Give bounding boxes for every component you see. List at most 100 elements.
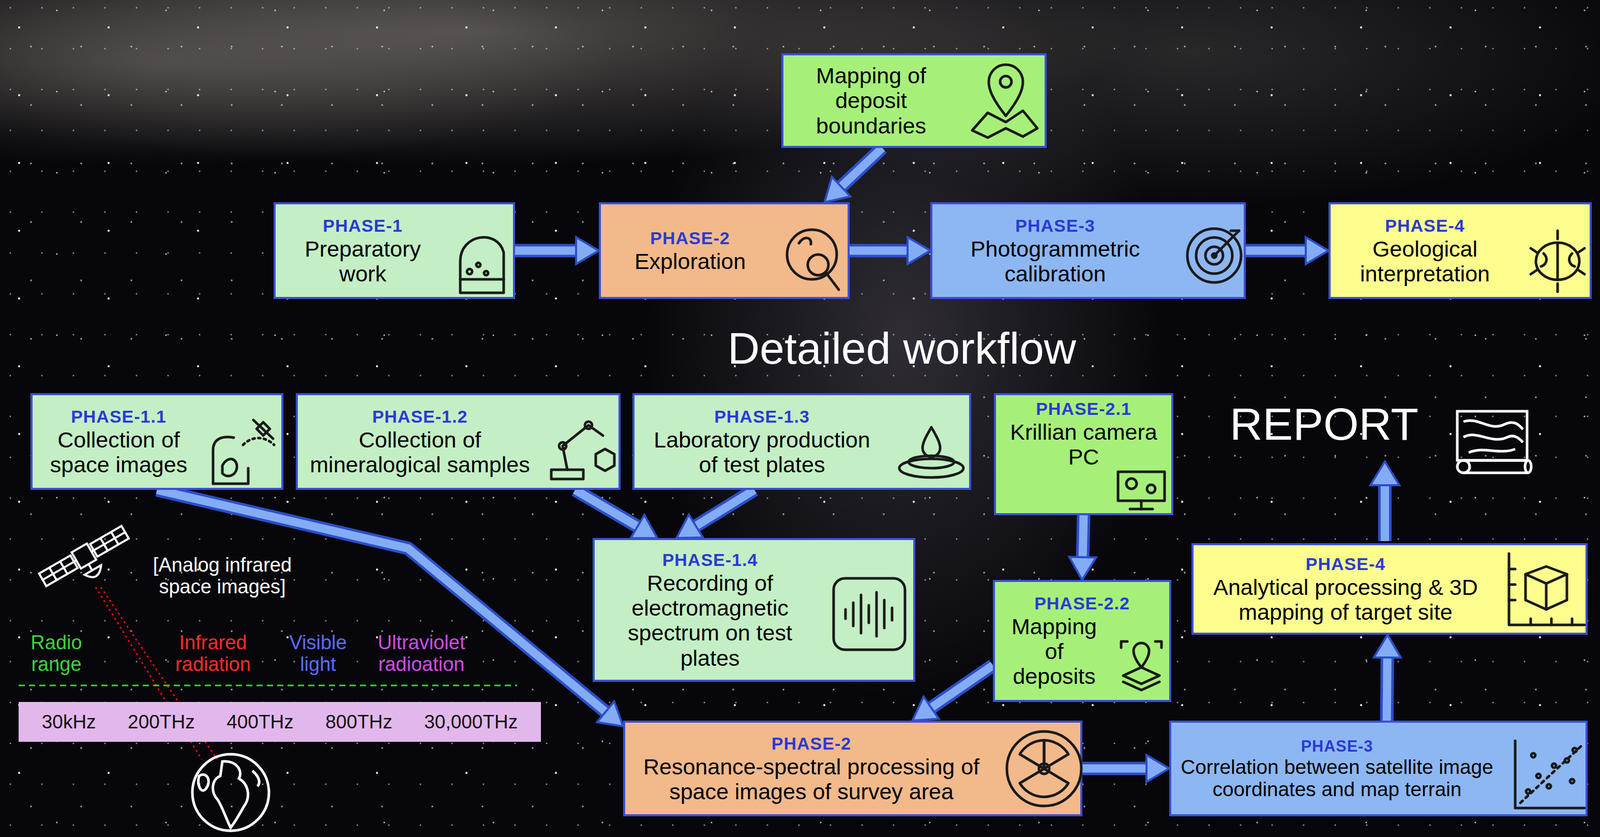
exploration-icon-part bbox=[798, 237, 811, 245]
arrow-shaft bbox=[157, 489, 607, 713]
arrow-shaft bbox=[930, 665, 993, 708]
scatter-plot-icon-part bbox=[1520, 744, 1583, 803]
map-pin-icon bbox=[972, 64, 1038, 138]
process-box: PHASE-1.1Collection of space images bbox=[30, 393, 284, 490]
satellite-part bbox=[84, 565, 105, 581]
globe-part bbox=[252, 770, 260, 787]
arrow-shaft bbox=[840, 147, 883, 188]
ore-icon-part bbox=[466, 268, 473, 275]
flow-arrow bbox=[515, 237, 599, 265]
deposit-map-icon-part bbox=[1123, 681, 1160, 690]
brain-icon bbox=[1530, 230, 1585, 292]
flow-arrow bbox=[849, 237, 931, 265]
report-map-icon bbox=[1457, 411, 1532, 473]
report-map-icon-part bbox=[1525, 460, 1532, 473]
space-image-icon-part bbox=[243, 438, 275, 445]
report-map-icon-part bbox=[1468, 448, 1516, 453]
process-text: Geological interpretation bbox=[1337, 236, 1513, 286]
target-icon-part bbox=[1187, 228, 1242, 283]
brain-icon-part bbox=[1569, 253, 1575, 267]
waveform-icon-part bbox=[844, 609, 848, 619]
flow-arrow bbox=[912, 665, 993, 721]
phase-label: PHASE-3 bbox=[939, 215, 1171, 237]
satellite-part bbox=[59, 561, 68, 574]
space-image-icon-part bbox=[213, 436, 234, 484]
frequency-value: 200THz bbox=[127, 711, 195, 733]
flow-arrow bbox=[1069, 515, 1097, 580]
arrow-head bbox=[1069, 556, 1097, 580]
space-image-icon-part bbox=[256, 421, 270, 435]
waveform-icon-part bbox=[852, 602, 855, 626]
arrow-head bbox=[676, 514, 703, 538]
phase-label: PHASE-1.4 bbox=[601, 549, 819, 571]
cube-icon-part bbox=[1545, 583, 1548, 610]
icon-layer-part bbox=[213, 64, 1585, 808]
cube-icon bbox=[1508, 553, 1585, 625]
space-image-icon-part bbox=[253, 419, 274, 439]
deposit-map-icon bbox=[1121, 641, 1162, 690]
deposit-map-icon-part bbox=[1133, 642, 1150, 668]
cube-icon-part bbox=[1508, 553, 1585, 625]
ore-icon-part bbox=[460, 278, 504, 281]
cube-icon-part bbox=[1525, 566, 1567, 610]
process-box: PHASE-1Preparatory work bbox=[273, 202, 516, 299]
test-plate-icon-part bbox=[908, 455, 955, 469]
satellite-part bbox=[73, 560, 77, 562]
ore-icon-part bbox=[460, 237, 504, 293]
target-icon-part bbox=[1196, 237, 1233, 274]
process-text: Analytical processing & 3D mapping of ta… bbox=[1200, 574, 1491, 625]
image-caption: [Analog infrared space images] bbox=[139, 554, 306, 598]
report-arrow-part bbox=[1378, 482, 1392, 541]
process-box: PHASE-4Geological interpretation bbox=[1328, 202, 1592, 299]
report-arrow-part bbox=[1370, 461, 1400, 486]
ore-icon-part bbox=[476, 262, 481, 267]
arrow-outline bbox=[1386, 656, 1388, 721]
frequency-value: 30,000THz bbox=[424, 711, 518, 733]
satellite-part bbox=[100, 537, 108, 551]
robot-arm-icon bbox=[551, 421, 615, 479]
arrow-outline bbox=[515, 244, 578, 258]
brain-icon-part bbox=[1530, 248, 1537, 253]
band-label: Visible light bbox=[279, 631, 357, 676]
waveform-icon-part bbox=[867, 605, 871, 623]
process-box: PHASE-3Correlation between satellite ima… bbox=[1169, 720, 1588, 817]
process-box: Mapping of deposit boundaries bbox=[781, 53, 1047, 148]
brain-icon-part bbox=[1541, 253, 1547, 267]
cube-icon-part bbox=[1508, 583, 1516, 586]
report-map-icon-part bbox=[1463, 434, 1523, 443]
scatter-plot-icon-part bbox=[1536, 773, 1541, 778]
process-text: Collection of space images bbox=[39, 427, 198, 477]
robot-arm-icon-part bbox=[595, 448, 615, 471]
globe bbox=[192, 753, 269, 831]
cube-icon-part bbox=[1529, 618, 1533, 625]
report-map-icon-part bbox=[1463, 420, 1523, 430]
satellite bbox=[38, 523, 138, 600]
process-text: Preparatory work bbox=[282, 236, 443, 286]
robot-arm-icon-part bbox=[551, 469, 584, 479]
report-arrow-part bbox=[1380, 482, 1390, 541]
cube-icon-part bbox=[1571, 618, 1574, 625]
arrow-outline bbox=[575, 489, 639, 527]
phase-label: PHASE-3 bbox=[1178, 736, 1496, 756]
test-plate-icon bbox=[899, 427, 964, 478]
spectrum-divider bbox=[18, 684, 518, 687]
process-box: PHASE-1.4Recording of electromagnetic sp… bbox=[592, 537, 916, 682]
phase-label: PHASE-4 bbox=[1337, 215, 1513, 237]
process-text: Resonance-spectral processing of space i… bbox=[632, 753, 991, 804]
frequency-value: 30kHz bbox=[41, 711, 97, 733]
test-plate-icon-part bbox=[922, 427, 941, 457]
arrow-outline bbox=[849, 244, 909, 258]
process-box: PHASE-1.3Laboratory production of test p… bbox=[632, 393, 972, 490]
scatter-plot-icon bbox=[1515, 740, 1585, 808]
brain-icon-part bbox=[1530, 269, 1537, 275]
computer-icon bbox=[1118, 471, 1165, 509]
computer-icon-part bbox=[1129, 507, 1153, 511]
arrow-head bbox=[907, 237, 931, 265]
satellite-part bbox=[93, 532, 126, 551]
robot-arm-icon-part bbox=[559, 442, 567, 450]
scatter-plot-icon-part bbox=[1531, 752, 1536, 758]
arrow-outline bbox=[1245, 244, 1307, 258]
flow-arrow bbox=[676, 489, 755, 538]
waveform-icon bbox=[833, 578, 905, 650]
cube-icon-part bbox=[1508, 567, 1516, 571]
